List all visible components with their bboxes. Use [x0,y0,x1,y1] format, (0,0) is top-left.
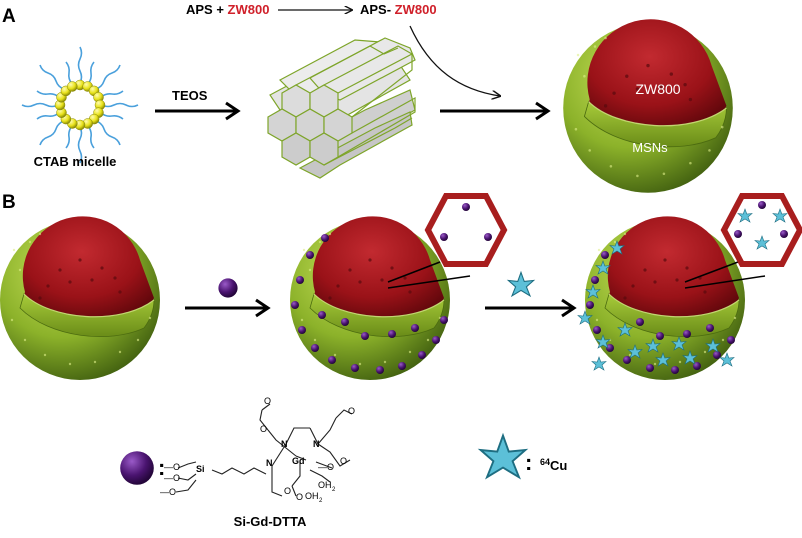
cu-star-icon [507,271,535,297]
panel-b-label: B [2,192,16,213]
svg-text:Si: Si [196,464,205,474]
legend-gd-sphere-icon [120,451,154,485]
svg-text:O: O [348,406,355,416]
zoom-line-lower-2 [684,275,766,289]
core-label: ZW800 [635,81,680,97]
svg-text:N: N [266,458,273,468]
zoom-line-upper-1 [387,261,441,283]
shell-label: MSNs [632,140,668,155]
aps-text: APS + [186,2,228,17]
svg-text:OH: OH [305,491,319,501]
teos-arrow-head [225,101,241,121]
msn-particle-gd-cu [577,215,746,381]
svg-text:O: O [260,424,267,434]
svg-text:O: O [264,396,271,406]
ctab-micelle-icon [21,46,139,164]
svg-text:2: 2 [332,487,336,493]
zoom-line-lower-1 [387,275,471,289]
legend-gd-label: Si-Gd-DTTA [234,514,307,529]
msn-particle-bare [0,215,161,381]
msn-particle-a [562,18,734,194]
svg-text:2: 2 [319,498,323,504]
legend-cu-star-icon [479,434,527,479]
reaction-product: APS- ZW800 [360,2,437,17]
zw800-reactant: ZW800 [228,2,270,17]
loading-curved-arrow [409,25,500,96]
svg-text:Gd: Gd [292,456,305,466]
cu-arrow-head [561,298,577,318]
svg-text:O: O [284,486,291,496]
msn-particle-gd [289,215,451,381]
svg-text:—O: —O [164,462,180,472]
assembly-arrow-head [535,101,551,121]
ctab-micelle-label: CTAB micelle [34,154,117,169]
svg-text:O: O [296,492,303,502]
svg-text:—O: —O [160,487,176,497]
pore-zoom-hexagon-gd-cu [720,193,802,267]
zw800-product: ZW800 [395,2,437,17]
legend-gd-colon: : [158,455,165,480]
cu-symbol: Cu [550,458,567,473]
gd-arrow-head [255,298,271,318]
aps-product-text: APS- [360,2,395,17]
legend-cu-colon: : [525,450,532,475]
panel-a-label: A [2,6,16,27]
gd-sphere-icon [218,278,238,298]
legend-cu-label: 64Cu [540,457,567,473]
mesoporous-silica-bundle-icon [267,37,416,179]
svg-text:—O: —O [164,473,180,483]
si-gd-dtta-structure-icon [175,403,353,497]
svg-text:N: N [281,439,288,449]
reaction-reactants: APS + ZW800 [186,2,269,17]
zoom-line-upper-2 [684,261,739,283]
svg-text:O: O [340,456,347,466]
pore-zoom-hexagon-gd [424,193,508,267]
svg-text:OH: OH [318,480,332,490]
cu-mass-number: 64 [540,457,550,467]
svg-text:N: N [313,439,320,449]
svg-text:—O: —O [318,462,334,472]
teos-label: TEOS [172,88,208,103]
